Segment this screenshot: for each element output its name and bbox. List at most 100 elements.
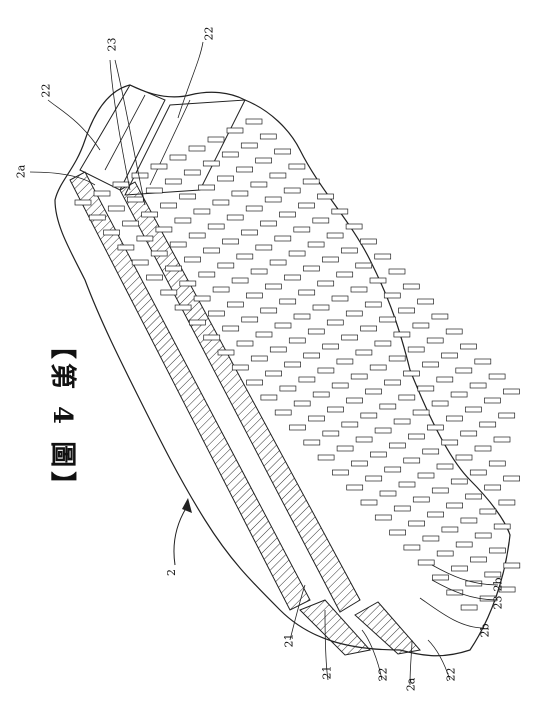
fin bbox=[279, 298, 297, 305]
fin bbox=[231, 364, 249, 371]
fin bbox=[231, 190, 249, 197]
fin bbox=[250, 268, 268, 275]
fin bbox=[317, 280, 335, 287]
fin bbox=[488, 373, 506, 380]
fin bbox=[284, 361, 301, 368]
plate-top-right bbox=[124, 99, 246, 196]
fin bbox=[207, 223, 225, 230]
fin bbox=[274, 148, 291, 155]
fin bbox=[312, 304, 330, 311]
fin bbox=[145, 187, 163, 194]
fin bbox=[365, 475, 383, 482]
fin bbox=[222, 325, 240, 332]
fin bbox=[103, 229, 120, 236]
fin bbox=[379, 403, 397, 410]
fin bbox=[455, 541, 473, 548]
fin bbox=[489, 547, 506, 554]
fin bbox=[269, 346, 287, 353]
fin bbox=[222, 238, 239, 245]
label-22-left: 22 bbox=[39, 83, 53, 98]
fin bbox=[236, 340, 254, 347]
fin bbox=[336, 358, 354, 365]
fin bbox=[188, 145, 206, 152]
fin bbox=[331, 382, 349, 389]
fin bbox=[112, 181, 130, 188]
fin bbox=[322, 430, 340, 437]
fin bbox=[479, 421, 497, 428]
fin bbox=[498, 586, 516, 593]
figure-title: 【第 4 圖】 bbox=[47, 333, 77, 502]
fin bbox=[427, 511, 444, 518]
fin bbox=[217, 349, 235, 356]
fin bbox=[326, 319, 344, 326]
fin bbox=[374, 253, 392, 260]
fin bbox=[155, 226, 173, 233]
fin bbox=[450, 391, 468, 398]
fin bbox=[427, 424, 444, 431]
fin bbox=[146, 274, 163, 281]
fin bbox=[379, 316, 396, 323]
fin bbox=[383, 292, 401, 299]
fin bbox=[398, 307, 415, 314]
label-2a-left: 2a bbox=[14, 164, 28, 179]
fin bbox=[412, 322, 430, 329]
fin bbox=[293, 313, 311, 320]
fin bbox=[388, 355, 406, 362]
fin bbox=[74, 199, 92, 206]
fin bbox=[217, 262, 235, 269]
fin bbox=[245, 118, 263, 125]
fin bbox=[107, 205, 125, 212]
fin bbox=[417, 298, 434, 305]
fin bbox=[150, 163, 168, 170]
fin bbox=[469, 469, 487, 476]
fin bbox=[436, 463, 454, 470]
fin bbox=[341, 247, 358, 254]
label-23-right: 23 bbox=[491, 595, 505, 610]
fin bbox=[369, 364, 387, 371]
fin bbox=[288, 163, 306, 170]
fin bbox=[269, 259, 287, 266]
fin bbox=[122, 220, 139, 227]
fin bbox=[398, 481, 416, 488]
fin bbox=[160, 289, 178, 296]
label-2: 2 bbox=[165, 569, 178, 576]
fin bbox=[341, 421, 359, 428]
fin bbox=[208, 310, 225, 317]
label-22-top: 22 bbox=[202, 26, 216, 41]
fin bbox=[241, 229, 258, 236]
fin bbox=[293, 226, 311, 233]
fin bbox=[488, 460, 506, 467]
fin bbox=[88, 214, 106, 221]
label-2b-first: 2b bbox=[491, 577, 505, 592]
label-2b-second: 2b bbox=[478, 623, 492, 638]
fin bbox=[484, 484, 501, 491]
fin bbox=[126, 196, 144, 203]
fin bbox=[240, 142, 258, 149]
hatched-band-4 bbox=[354, 601, 421, 655]
fin bbox=[388, 268, 406, 275]
fin bbox=[131, 172, 149, 179]
fin bbox=[422, 535, 440, 542]
fin bbox=[493, 523, 511, 530]
fin bbox=[174, 304, 192, 311]
fin bbox=[426, 337, 444, 344]
fin bbox=[203, 247, 220, 254]
fin bbox=[441, 352, 458, 359]
fin bbox=[207, 136, 225, 143]
fin bbox=[255, 331, 273, 338]
fin bbox=[441, 526, 459, 533]
plate-top-left bbox=[79, 84, 166, 191]
fin bbox=[403, 457, 421, 464]
fin bbox=[264, 196, 282, 203]
fin bbox=[445, 328, 463, 335]
fin bbox=[355, 349, 373, 356]
fin bbox=[169, 154, 187, 161]
fin bbox=[212, 286, 230, 293]
fin bbox=[436, 376, 454, 383]
fin bbox=[293, 400, 311, 407]
fin bbox=[498, 499, 516, 506]
fin bbox=[246, 292, 263, 299]
fin bbox=[202, 160, 220, 167]
fin bbox=[198, 184, 215, 191]
